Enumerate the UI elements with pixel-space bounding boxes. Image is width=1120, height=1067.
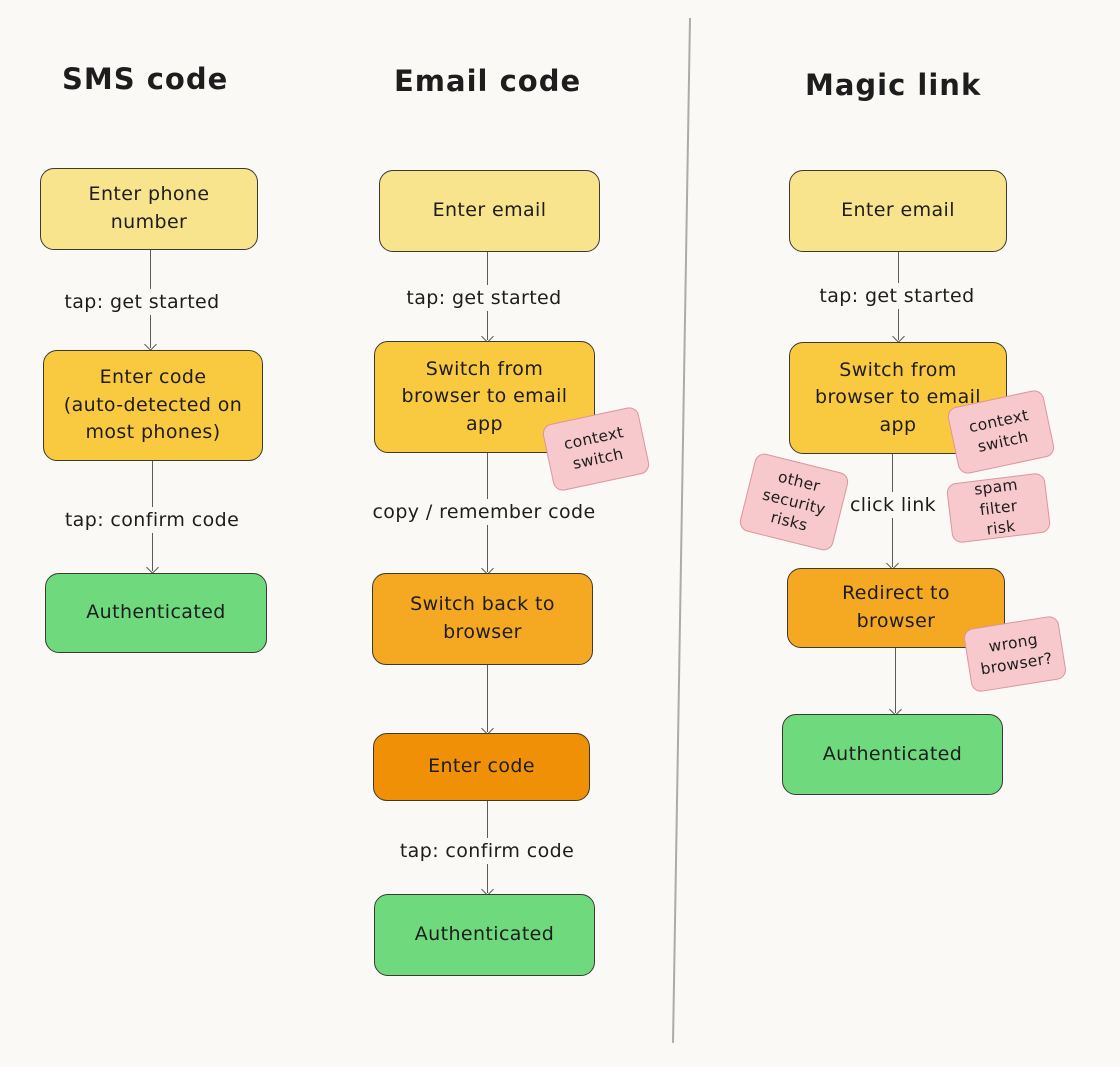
node-magic-authenticated: Authenticated bbox=[782, 714, 1003, 795]
node-magic-enter-email: Enter email bbox=[789, 170, 1007, 252]
arrow-email-3 bbox=[487, 665, 488, 732]
node-enter-code-auto-detected: Enter code (auto-detected on most phones… bbox=[43, 350, 263, 461]
node-magic-switch-to-email-app: Switch from browser to email app bbox=[789, 342, 1007, 454]
node-sms-authenticated: Authenticated bbox=[45, 573, 267, 653]
column-divider-line bbox=[672, 18, 691, 1043]
edge-label-magic-tap-get-started: tap: get started bbox=[811, 283, 983, 309]
node-enter-phone-number: Enter phone number bbox=[40, 168, 258, 250]
node-magic-redirect-to-browser: Redirect to browser bbox=[787, 568, 1005, 648]
note-magic-spam-filter-risk: spam filter risk bbox=[945, 472, 1052, 544]
edge-label-magic-click-link: click link bbox=[841, 492, 945, 518]
node-email-authenticated: Authenticated bbox=[374, 894, 595, 976]
edge-label-email-tap-confirm-code: tap: confirm code bbox=[391, 838, 583, 864]
node-email-switch-back-to-browser: Switch back to browser bbox=[372, 573, 593, 665]
node-email-enter-code: Enter code bbox=[373, 733, 590, 801]
note-magic-wrong-browser: wrong browser? bbox=[962, 614, 1068, 694]
node-email-enter-email: Enter email bbox=[379, 170, 600, 252]
node-email-switch-to-email-app: Switch from browser to email app bbox=[374, 341, 595, 453]
note-magic-other-security-risks: other security risks bbox=[737, 451, 851, 553]
arrow-magic-3 bbox=[895, 648, 896, 713]
flow-title-magic-link: Magic link bbox=[805, 68, 982, 102]
edge-label-email-copy-remember-code: copy / remember code bbox=[364, 499, 604, 525]
flow-title-sms-code: SMS code bbox=[62, 62, 229, 96]
edge-label-sms-tap-confirm-code: tap: confirm code bbox=[56, 507, 248, 533]
edge-label-sms-tap-get-started: tap: get started bbox=[56, 289, 228, 315]
edge-label-email-tap-get-started: tap: get started bbox=[398, 285, 570, 311]
flow-title-email-code: Email code bbox=[394, 64, 582, 98]
